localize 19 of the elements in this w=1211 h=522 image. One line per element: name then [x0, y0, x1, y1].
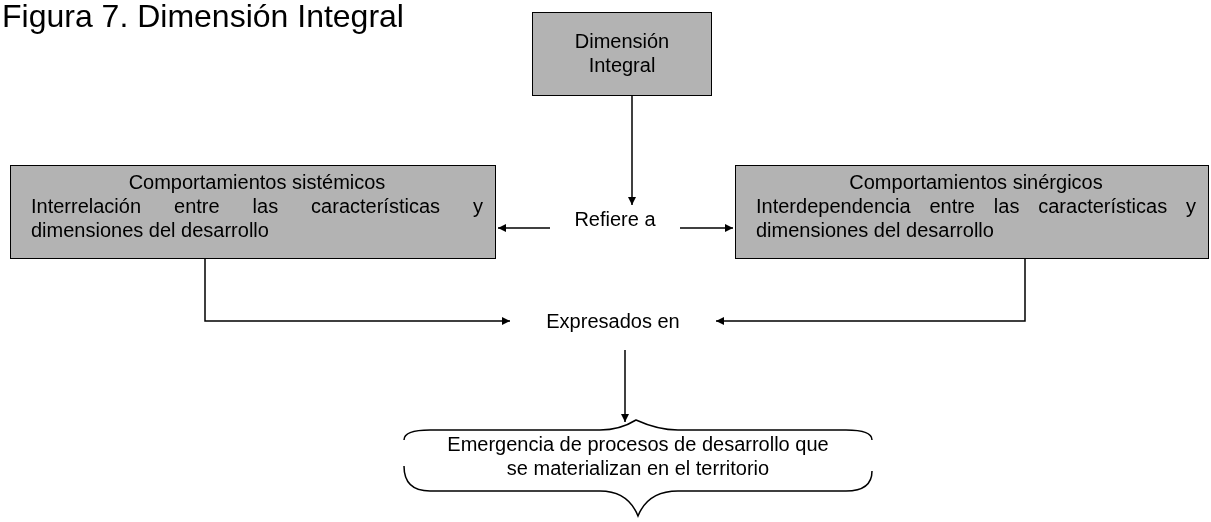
figure-title: Figura 7. Dimensión Integral: [2, 0, 404, 34]
arrow: [204, 258, 511, 325]
brace-text: Emergencia de procesos de desarrollo que se materializan en el territorio: [446, 432, 830, 480]
arrow: [715, 258, 1026, 325]
arrow: [621, 349, 629, 423]
process-box: [10, 165, 496, 259]
flow-label: Refiere a: [574, 207, 656, 231]
process-box: [735, 165, 1209, 259]
flow-label: Expresados en: [546, 309, 680, 333]
box-text: Interrelación entre las características y dimensiones del desarrollo: [31, 194, 483, 242]
box-text: Dimensión Integral: [573, 29, 671, 77]
arrow: [679, 224, 734, 232]
box-heading: Comportamientos sistémicos: [127, 170, 387, 194]
arrow: [497, 224, 551, 232]
process-box: [532, 12, 712, 96]
arrow: [628, 95, 636, 206]
box-text: Interdependencia entre las características y dimensiones del desarrollo: [756, 194, 1196, 242]
brace-shape: [400, 420, 876, 516]
box-heading: Comportamientos sinérgicos: [848, 170, 1104, 194]
